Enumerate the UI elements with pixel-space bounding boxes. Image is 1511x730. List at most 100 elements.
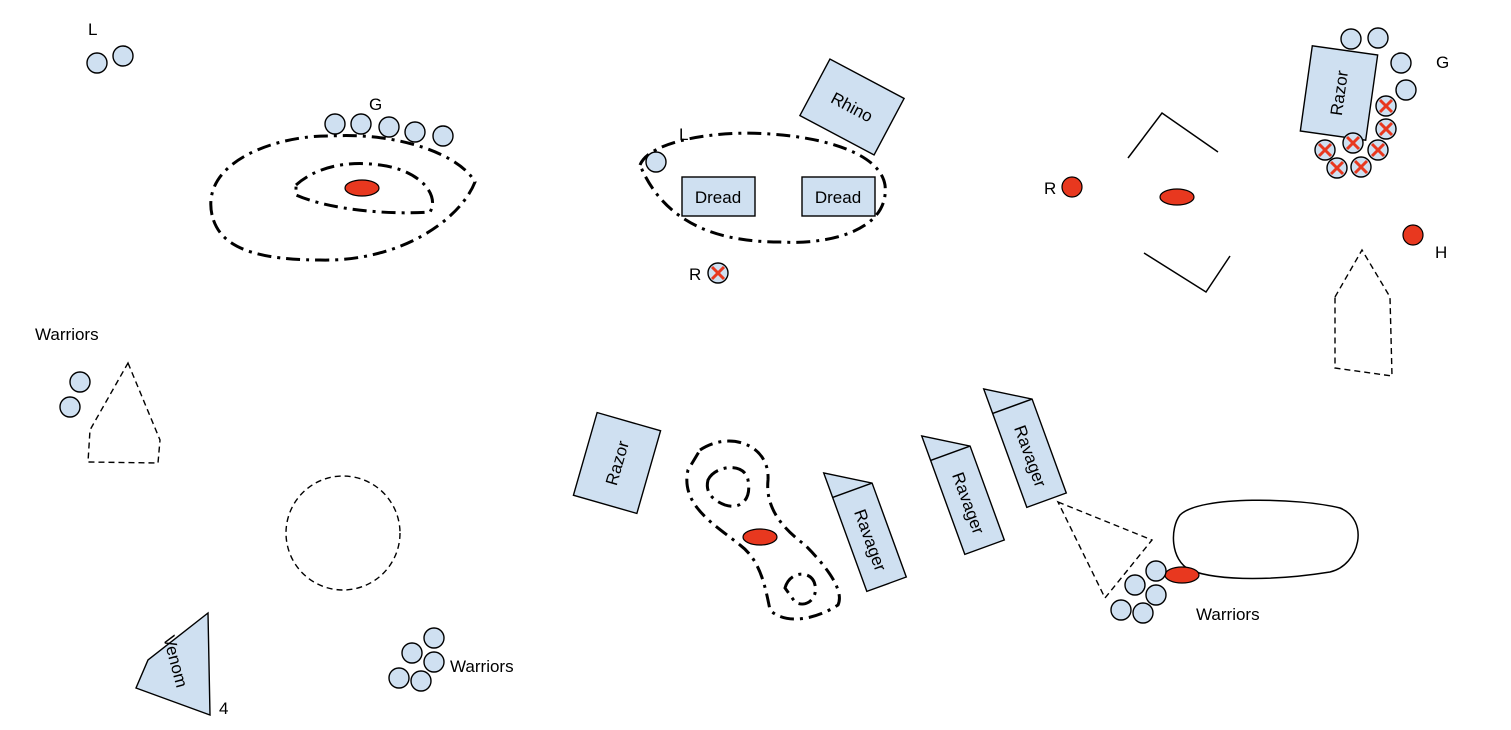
label-g-hill: G — [369, 95, 382, 114]
casualty-group-top-right — [1314, 95, 1397, 179]
unit-marker — [1110, 599, 1132, 621]
unit-marker — [423, 651, 445, 673]
rhino-hull — [798, 58, 906, 156]
venom-vehicle: Venom 4 — [135, 611, 228, 718]
venom-hull — [135, 611, 211, 717]
unit-marker — [1145, 584, 1167, 606]
unit-marker — [401, 642, 423, 664]
vehicle-deploy-outline-right — [1334, 248, 1393, 377]
label-r-x-marker: R — [689, 265, 701, 284]
ravager-3-vehicle: Ravager — [982, 388, 1068, 509]
razor-top-hull — [1299, 45, 1379, 141]
razor-mid-hull — [572, 411, 662, 515]
crater-outer-contour — [685, 439, 841, 621]
unit-group-l-top-left: L — [86, 20, 134, 74]
label-warriors-left: Warriors — [35, 325, 99, 344]
unit-marker — [1132, 602, 1154, 624]
vehicle-deploy-outline-left — [87, 361, 161, 464]
cross-mark-icon — [1345, 135, 1361, 151]
enemy-marker — [1402, 224, 1424, 246]
objective-marker — [1159, 188, 1195, 206]
label-h-right: H — [1435, 243, 1447, 262]
ruin-wall-bottom — [1143, 252, 1231, 294]
cross-mark-icon — [1378, 98, 1394, 114]
cross-mark-icon — [1353, 159, 1369, 175]
objective-marker — [742, 528, 778, 546]
unit-marker — [1367, 27, 1389, 49]
unit-group-h-right: H — [1402, 224, 1447, 262]
area-terrain-circle — [285, 475, 401, 591]
ravager-3-prow-line — [992, 398, 1033, 415]
unit-marker — [1340, 28, 1362, 50]
hill-inner-contour — [294, 162, 434, 215]
ravager-2-hull — [920, 435, 1006, 556]
label-g-right: G — [1436, 53, 1449, 72]
cross-mark-icon — [710, 265, 726, 281]
crater-terrain — [685, 439, 841, 621]
unit-group-g-hill: G — [324, 95, 454, 147]
unit-marker — [59, 396, 81, 418]
cross-mark-icon — [1317, 142, 1333, 158]
ruin-wall-top — [1127, 111, 1219, 159]
dread-area-terrain — [638, 131, 887, 244]
ravager-2-vehicle: Ravager — [920, 435, 1006, 556]
unit-marker — [378, 116, 400, 138]
hill-outer-contour — [209, 134, 477, 262]
dread-right-vehicle: Dread — [801, 176, 876, 217]
unit-marker — [324, 113, 346, 135]
unit-marker — [350, 113, 372, 135]
label-r-center: R — [1044, 179, 1056, 198]
unit-group-l-dread: L — [645, 125, 688, 173]
unit-marker — [1145, 560, 1167, 582]
cross-mark-icon — [1370, 142, 1386, 158]
unit-group-warriors-bottom: Warriors — [388, 627, 514, 692]
label-venom-count: 4 — [219, 699, 228, 718]
cross-mark-icon — [1329, 160, 1345, 176]
enemy-marker — [1061, 176, 1083, 198]
rhino-vehicle: Rhino — [798, 58, 906, 156]
dread-area-contour — [638, 131, 887, 244]
label-warriors-bottom: Warriors — [450, 657, 514, 676]
unit-marker — [69, 371, 91, 393]
unit-group-warriors-right: Warriors — [1110, 560, 1260, 624]
unit-group-r-center: R — [1044, 176, 1083, 198]
dread-left-hull — [681, 176, 756, 217]
unit-marker — [112, 45, 134, 67]
unit-marker — [432, 125, 454, 147]
unit-marker — [1390, 52, 1412, 74]
unit-group-warriors-left: Warriors — [35, 325, 99, 418]
dread-right-hull — [801, 176, 876, 217]
label-l-top-left: L — [88, 20, 97, 39]
unit-group-r-x-marker: R — [689, 262, 729, 284]
unit-marker — [404, 121, 426, 143]
unit-marker — [410, 670, 432, 692]
unit-marker — [1395, 79, 1417, 101]
label-l-dread: L — [679, 125, 688, 144]
unit-marker — [1124, 574, 1146, 596]
objective-marker — [1164, 566, 1200, 584]
razor-top-vehicle: Razor — [1299, 45, 1379, 141]
hill-terrain-left — [209, 134, 477, 262]
ruin-terrain-center — [1127, 111, 1231, 294]
label-dread-right: Dread — [815, 188, 861, 207]
crater-upper-inner-contour — [705, 466, 751, 508]
label-dread-left: Dread — [695, 188, 741, 207]
area-terrain-blob — [1172, 499, 1359, 580]
ravager-2-prow-line — [930, 445, 971, 462]
razor-mid-vehicle: Razor — [572, 411, 662, 515]
dread-left-vehicle: Dread — [681, 176, 756, 217]
ravager-1-vehicle: Ravager — [822, 472, 908, 593]
unit-group-g-right: G — [1340, 27, 1449, 101]
unit-marker — [645, 151, 667, 173]
vehicle-deploy-outline-bottom-right — [1056, 500, 1154, 600]
objective-marker — [344, 179, 380, 197]
ravager-3-hull — [982, 388, 1068, 509]
unit-marker — [423, 627, 445, 649]
ravager-1-prow-line — [832, 482, 873, 499]
ravager-1-hull — [822, 472, 908, 593]
cross-mark-icon — [1378, 121, 1394, 137]
unit-marker — [86, 52, 108, 74]
unit-marker — [388, 667, 410, 689]
label-warriors-right: Warriors — [1196, 605, 1260, 624]
